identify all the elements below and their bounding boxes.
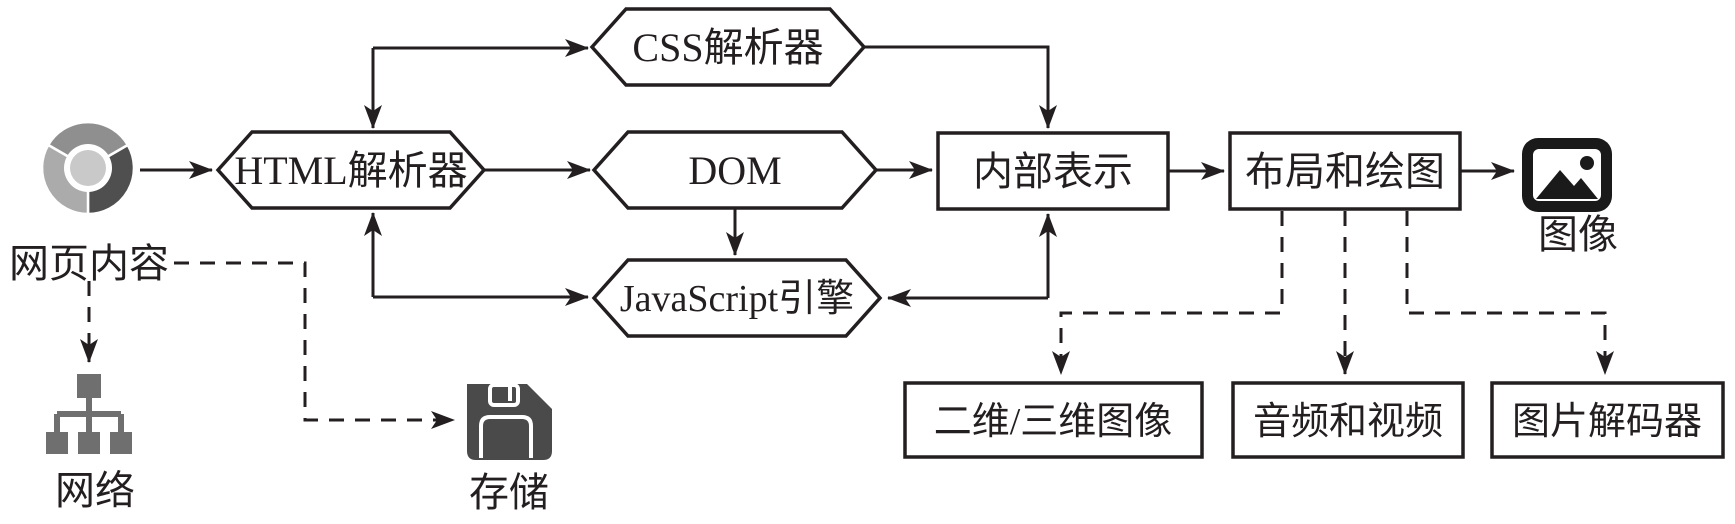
js-engine-label: JavaScript引擎 <box>620 278 854 320</box>
chrome-hub <box>70 150 106 186</box>
edge-cssparser-to-internal <box>864 45 1057 129</box>
edge-webcontent-to-storage <box>174 261 455 429</box>
2d3d-graphics-label: 二维/三维图像 <box>934 401 1173 443</box>
image-output-label: 图像 <box>1538 212 1618 257</box>
network-root-node <box>77 374 101 398</box>
js-engine-hexagon <box>591 258 883 338</box>
picture-sun <box>1580 156 1594 170</box>
network-label: 网络 <box>55 468 135 513</box>
floppy-label-area <box>479 415 533 458</box>
2d3d-graphics-box <box>903 381 1204 459</box>
picture-icon <box>1522 138 1612 212</box>
image-decoder-label: 图片解码器 <box>1512 401 1702 443</box>
edge-layout-to-2d3d <box>1052 211 1284 375</box>
node-shapes <box>215 7 1725 459</box>
internal-representation-label: 内部表示 <box>973 149 1133 194</box>
internal-representation-box <box>936 131 1170 211</box>
audio-video-label: 音频和视频 <box>1253 401 1443 443</box>
web-content-label: 网页内容 <box>9 241 169 286</box>
audio-video-box <box>1231 381 1465 459</box>
floppy-disk-icon <box>467 383 552 460</box>
dashed-connectors <box>80 211 1614 429</box>
css-parser-label: CSS解析器 <box>632 25 823 70</box>
network-leaf-mid <box>78 432 100 454</box>
network-tree-icon <box>46 374 132 454</box>
html-parser-hexagon <box>215 130 487 210</box>
html-parser-label: HTML解析器 <box>234 148 467 193</box>
chrome-browser-icon <box>40 120 136 216</box>
network-leaf-left <box>46 432 68 454</box>
image-decoder-box <box>1490 381 1725 459</box>
solid-connectors <box>140 39 1515 307</box>
floppy-shutter <box>488 383 520 407</box>
layout-drawing-label: 布局和绘图 <box>1245 149 1445 194</box>
layout-drawing-box <box>1228 131 1462 211</box>
storage-label: 存储 <box>469 470 549 515</box>
css-parser-hexagon <box>589 7 867 87</box>
network-leaf-right <box>110 432 132 454</box>
dom-hexagon <box>591 130 879 210</box>
picture-mountains <box>1536 170 1598 199</box>
node-labels: 网页内容 HTML解析器 CSS解析器 DOM JavaScript引擎 内部表… <box>9 25 1702 515</box>
dom-label: DOM <box>688 148 781 193</box>
